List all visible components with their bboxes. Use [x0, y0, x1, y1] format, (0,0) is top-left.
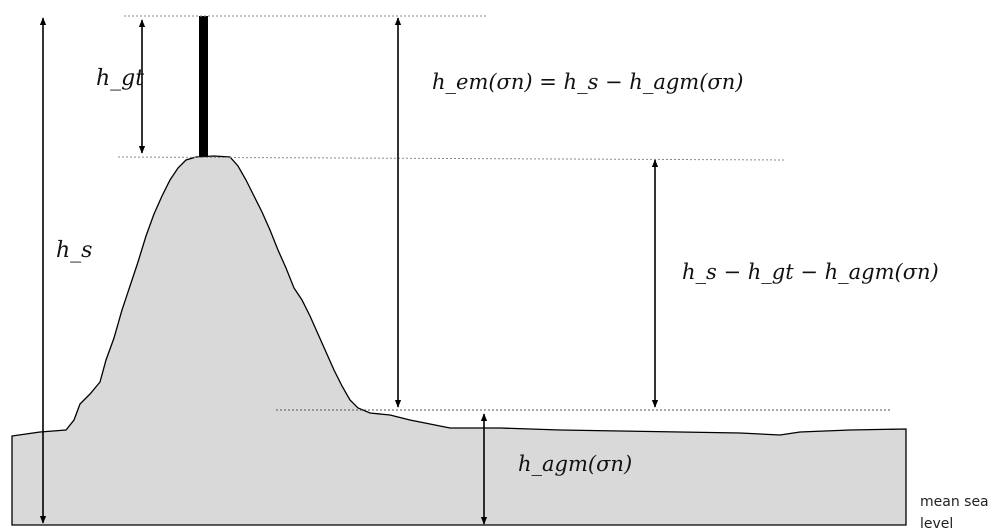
terrain-profile	[11, 155, 907, 526]
h-s-label: h_s	[56, 238, 92, 263]
h-em-formula-label: h_em(σn) = h_s − h_agm(σn)	[432, 70, 743, 94]
mean-sea-level-label-line2: level	[920, 516, 953, 532]
h-gt-label: h_gt	[96, 66, 144, 91]
h-difference-label: h_s − h_gt − h_agm(σn)	[682, 260, 939, 284]
h-agm-label: h_agm(σn)	[518, 452, 632, 476]
tower	[199, 16, 208, 157]
mean-sea-level-label-line1: mean sea	[920, 494, 989, 510]
tower-base-dashed-line	[117, 156, 787, 161]
